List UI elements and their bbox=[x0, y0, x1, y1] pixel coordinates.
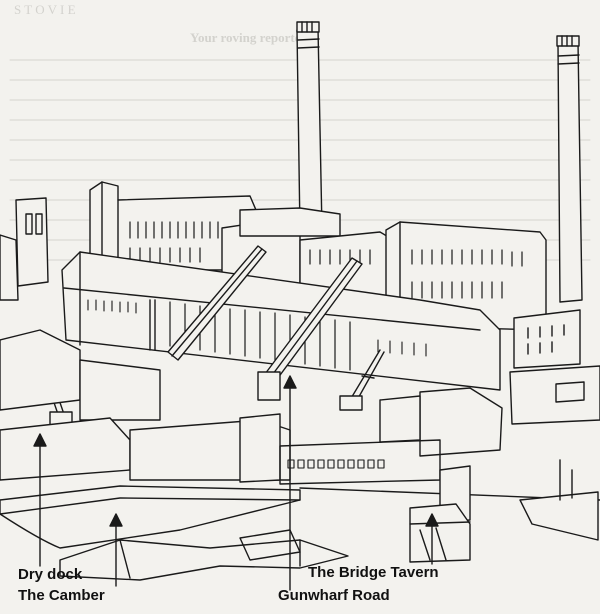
label-dry-dock: Dry dock bbox=[18, 566, 83, 583]
coal-conveyor-left bbox=[167, 245, 267, 361]
bleed-through-header-left: S T O V I E bbox=[14, 2, 76, 17]
right-small-building bbox=[513, 309, 581, 369]
pointer-the-camber bbox=[109, 513, 123, 587]
pointer-dry-dock bbox=[33, 433, 47, 567]
pointer-bridge-tavern bbox=[425, 513, 439, 565]
label-bridge-tavern: The Bridge Tavern bbox=[308, 564, 439, 581]
left-chimney bbox=[296, 21, 323, 233]
coal-conveyor-right bbox=[257, 257, 363, 401]
pointer-gunwharf-road bbox=[283, 375, 297, 591]
left-tower bbox=[0, 197, 49, 301]
moored-boat bbox=[519, 459, 599, 541]
harbour-quay bbox=[0, 465, 600, 549]
label-gunwharf-road: Gunwharf Road bbox=[278, 587, 390, 604]
power-station-main-block bbox=[89, 181, 257, 271]
label-the-camber: The Camber bbox=[18, 587, 105, 604]
wharf-crane bbox=[339, 349, 385, 411]
right-chimney bbox=[556, 35, 583, 303]
right-foreground-buildings bbox=[379, 365, 600, 457]
camber-quay-buildings bbox=[0, 329, 441, 485]
bleed-through-header-center: Your roving reporter bbox=[190, 30, 307, 45]
foreground-roofs bbox=[59, 529, 349, 581]
bridge-tavern-building bbox=[409, 503, 471, 563]
